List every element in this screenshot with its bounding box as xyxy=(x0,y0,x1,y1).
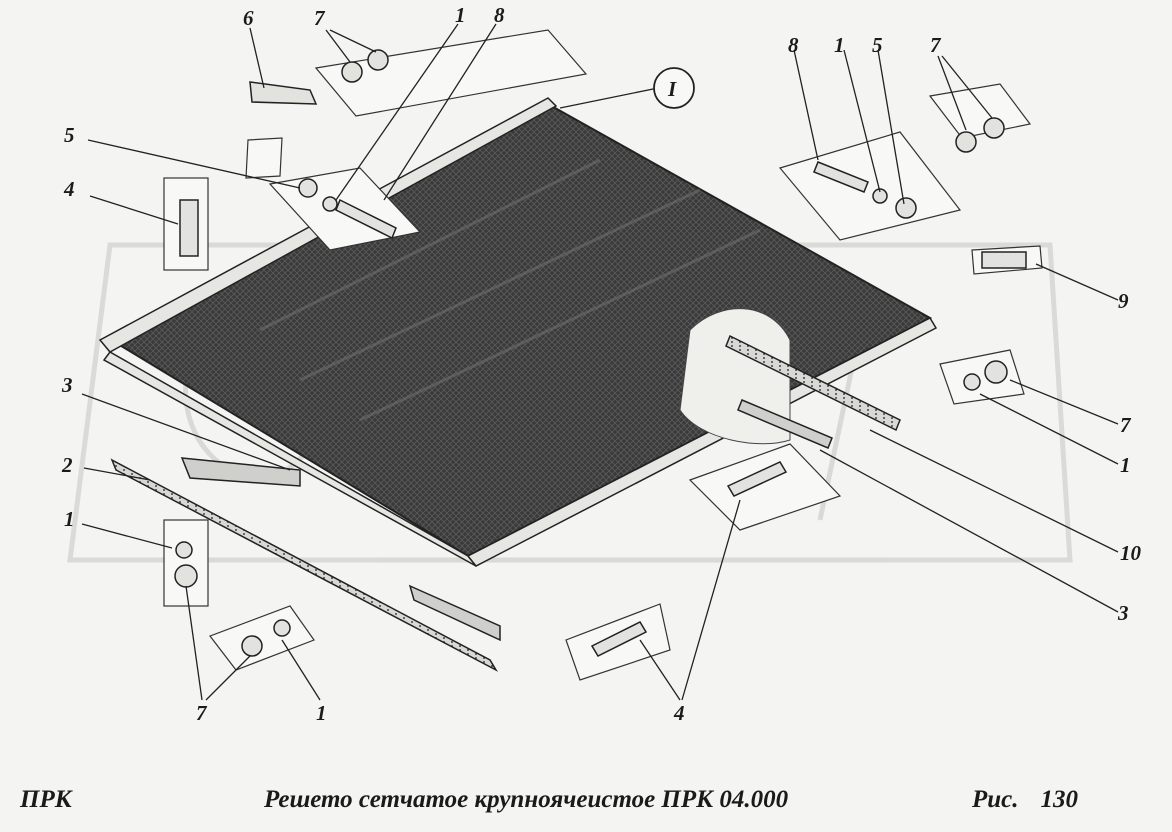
callout-3: 3 xyxy=(1117,601,1129,625)
callout-4: 4 xyxy=(63,177,75,201)
bracket-icon xyxy=(249,81,318,105)
callout-8: 8 xyxy=(494,3,505,27)
washer-icon xyxy=(322,196,338,212)
caption-code: ПРК xyxy=(20,786,72,813)
callout-6: 6 xyxy=(243,6,254,30)
leader-lines xyxy=(81,23,1119,701)
callout-1: 1 xyxy=(834,33,845,57)
bolt-icon xyxy=(813,161,869,193)
washer-icon xyxy=(872,188,888,204)
callout-5: 5 xyxy=(872,33,883,57)
callout-8: 8 xyxy=(788,33,799,57)
caption-title: Решето сетчатое крупноячеистое ПРК 04.00… xyxy=(264,786,789,813)
bolt-icon xyxy=(726,461,788,497)
callout-1: 1 xyxy=(455,3,466,27)
callout-3: 3 xyxy=(61,373,73,397)
washer-icon xyxy=(895,197,917,219)
bolt-icon xyxy=(590,621,648,657)
plate-icon xyxy=(981,251,1027,269)
callout-4: 4 xyxy=(673,701,685,725)
view-marker-I xyxy=(653,67,695,109)
washer-icon xyxy=(298,178,318,198)
washer-icon xyxy=(175,541,193,559)
nut-icon xyxy=(955,131,977,153)
figure-number: Рис. 130 xyxy=(972,786,1078,814)
fasteners xyxy=(174,49,1027,657)
callout-2: 2 xyxy=(61,453,73,477)
washer-icon xyxy=(963,373,981,391)
cross-bar-right xyxy=(725,334,901,449)
nut-icon xyxy=(984,360,1008,384)
nut-icon xyxy=(983,117,1005,139)
callout-5: 5 xyxy=(64,123,75,147)
callout-1: 1 xyxy=(316,701,327,725)
callout-I: I xyxy=(667,77,677,101)
callout-7: 7 xyxy=(930,33,942,57)
callout-9: 9 xyxy=(1118,289,1129,313)
figure-label: Рис. xyxy=(972,786,1019,813)
callout-10: 10 xyxy=(1120,541,1142,565)
nut-icon xyxy=(367,49,389,71)
callout-labels: 6 7 1 8 5 4 I 8 1 5 7 9 7 1 10 3 3 2 1 7… xyxy=(61,3,1142,725)
nut-icon xyxy=(174,564,198,588)
figure-num: 130 xyxy=(1040,786,1079,813)
nut-icon xyxy=(241,635,263,657)
nut-icon xyxy=(341,61,363,83)
cross-bar-left xyxy=(110,458,499,672)
callout-7: 7 xyxy=(196,701,208,725)
callout-1: 1 xyxy=(1120,453,1131,477)
callout-7: 7 xyxy=(1120,413,1132,437)
bolt-icon xyxy=(335,198,397,240)
callout-7: 7 xyxy=(314,6,326,30)
bolt-icon xyxy=(179,199,199,257)
bracket-left xyxy=(180,457,501,642)
callout-1: 1 xyxy=(64,507,75,531)
washer-icon xyxy=(273,619,291,637)
